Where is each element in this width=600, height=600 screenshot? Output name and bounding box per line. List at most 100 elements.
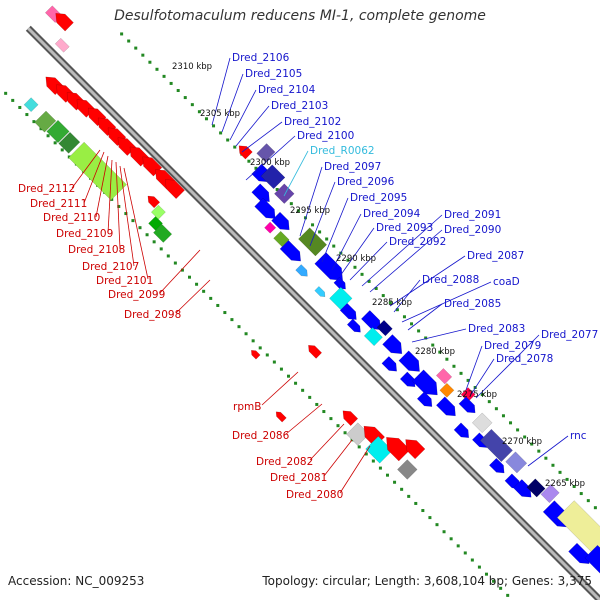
gene-label-dred-2085[interactable]: Dred_2085 bbox=[444, 298, 502, 310]
leader-line bbox=[245, 135, 296, 181]
leader-line bbox=[349, 241, 388, 281]
forward-gene bbox=[411, 369, 438, 396]
gene-label-dred-2091[interactable]: Dred_2091 bbox=[444, 209, 502, 221]
orf-block bbox=[298, 227, 328, 257]
leader-line bbox=[401, 281, 492, 323]
gene-label-dred-2080[interactable]: Dred_2080 bbox=[286, 489, 344, 501]
gene-label-dred-2098[interactable]: Dred_2098 bbox=[124, 309, 182, 321]
leader-line bbox=[221, 73, 244, 133]
gene-label-dred-2081[interactable]: Dred_2081 bbox=[270, 472, 328, 484]
gene-label-dred-2087[interactable]: Dred_2087 bbox=[467, 250, 525, 262]
accession-text: Accession: NC_009253 bbox=[8, 574, 145, 588]
leader-line bbox=[83, 151, 105, 204]
reverse-gene bbox=[405, 439, 426, 460]
orf-block bbox=[526, 478, 546, 498]
orf-block bbox=[68, 141, 127, 201]
gene-label-rnc[interactable]: rnc bbox=[570, 430, 587, 442]
leader-line bbox=[321, 197, 349, 263]
leader-line bbox=[285, 403, 323, 435]
orf-block bbox=[260, 164, 286, 190]
reverse-gene bbox=[165, 179, 185, 200]
leader-line bbox=[475, 334, 540, 399]
leader-line bbox=[393, 279, 421, 313]
scale-label: 2270 kbp bbox=[502, 437, 543, 447]
orf-block bbox=[479, 428, 513, 463]
orf-block bbox=[264, 221, 277, 234]
gene-label-dred-r0062[interactable]: Dred_R0062 bbox=[310, 145, 375, 157]
forward-gene bbox=[360, 310, 381, 330]
leader-line bbox=[389, 255, 466, 307]
orf-block bbox=[376, 319, 393, 337]
orf-block bbox=[58, 131, 81, 154]
orf-block bbox=[274, 183, 295, 204]
gene-label-dred-2101[interactable]: Dred_2101 bbox=[96, 275, 154, 287]
gene-label-dred-2102[interactable]: Dred_2102 bbox=[284, 116, 342, 128]
scale-label: 2300 kbp bbox=[250, 158, 291, 168]
gene-label-dred-2082[interactable]: Dred_2082 bbox=[256, 456, 314, 468]
gene-label-dred-2103[interactable]: Dred_2103 bbox=[271, 100, 329, 112]
forward-gene bbox=[279, 240, 301, 262]
orf-block bbox=[439, 382, 455, 398]
orf-block bbox=[46, 119, 70, 144]
leader-line bbox=[159, 249, 201, 294]
gene-label-dred-2093[interactable]: Dred_2093 bbox=[376, 222, 434, 234]
orf-block bbox=[397, 459, 418, 480]
reverse-gene bbox=[386, 437, 411, 462]
gene-label-dred-2105[interactable]: Dred_2105 bbox=[245, 68, 303, 80]
gene-label-coad[interactable]: coaD bbox=[493, 276, 520, 288]
forward-gene bbox=[271, 211, 290, 231]
backbone-core bbox=[27, 27, 600, 600]
leader-line bbox=[527, 435, 569, 467]
orf-block bbox=[23, 97, 39, 113]
gene-label-dred-2106[interactable]: Dred_2106 bbox=[232, 52, 290, 64]
gene-label-dred-2083[interactable]: Dred_2083 bbox=[468, 323, 526, 335]
gene-label-dred-2112[interactable]: Dred_2112 bbox=[18, 183, 76, 195]
leader-line bbox=[299, 166, 323, 237]
leader-line bbox=[123, 167, 149, 280]
gene-label-rpmb[interactable]: rpmB bbox=[233, 401, 262, 413]
reverse-gene bbox=[251, 350, 261, 360]
forward-gene bbox=[435, 396, 456, 417]
forward-gene bbox=[333, 276, 346, 290]
gene-label-dred-2110[interactable]: Dred_2110 bbox=[43, 212, 101, 224]
gene-label-dred-2078[interactable]: Dred_2078 bbox=[496, 353, 554, 365]
forward-gene bbox=[458, 396, 476, 414]
leader-line bbox=[95, 155, 109, 218]
gene-label-dred-2111[interactable]: Dred_2111 bbox=[30, 198, 88, 210]
leader-line bbox=[229, 89, 257, 141]
leader-line bbox=[469, 358, 495, 397]
gene-label-dred-2090[interactable]: Dred_2090 bbox=[444, 224, 502, 236]
forward-gene bbox=[254, 197, 276, 219]
leader-line bbox=[339, 445, 371, 494]
orf-block bbox=[153, 223, 173, 243]
gene-label-dred-2095[interactable]: Dred_2095 bbox=[350, 192, 408, 204]
orf-block bbox=[435, 368, 453, 385]
gene-label-dred-2100[interactable]: Dred_2100 bbox=[297, 130, 355, 142]
gene-label-dred-2109[interactable]: Dred_2109 bbox=[56, 228, 114, 240]
gene-label-dred-2097[interactable]: Dred_2097 bbox=[324, 161, 382, 173]
gene-label-dred-2092[interactable]: Dred_2092 bbox=[389, 236, 447, 248]
forward-gene bbox=[584, 544, 600, 574]
scale-label: 2295 kbp bbox=[290, 206, 331, 216]
gene-label-dred-2077[interactable]: Dred_2077 bbox=[541, 329, 599, 341]
gene-label-dred-2108[interactable]: Dred_2108 bbox=[68, 244, 126, 256]
orf-block bbox=[505, 451, 528, 474]
leader-line bbox=[119, 165, 135, 267]
orf-block bbox=[471, 412, 493, 434]
gene-label-dred-2107[interactable]: Dred_2107 bbox=[82, 261, 140, 273]
forward-gene bbox=[251, 183, 270, 202]
gene-label-dred-2096[interactable]: Dred_2096 bbox=[337, 176, 395, 188]
orf-block bbox=[54, 37, 70, 53]
gene-label-dred-2104[interactable]: Dred_2104 bbox=[258, 84, 316, 96]
gene-label-dred-2086[interactable]: Dred_2086 bbox=[232, 430, 290, 442]
label-leader-lines bbox=[71, 57, 569, 494]
scale-label: 2305 kbp bbox=[200, 109, 241, 119]
reverse-gene bbox=[342, 410, 359, 427]
gene-label-dred-2099[interactable]: Dred_2099 bbox=[108, 289, 166, 301]
gene-label-dred-2094[interactable]: Dred_2094 bbox=[363, 208, 421, 220]
genome-summary-text: Topology: circular; Length: 3,608,104 bp… bbox=[262, 574, 592, 588]
gene-label-dred-2088[interactable]: Dred_2088 bbox=[422, 274, 480, 286]
forward-gene bbox=[416, 391, 433, 407]
gene-label-dred-2079[interactable]: Dred_2079 bbox=[484, 340, 542, 352]
